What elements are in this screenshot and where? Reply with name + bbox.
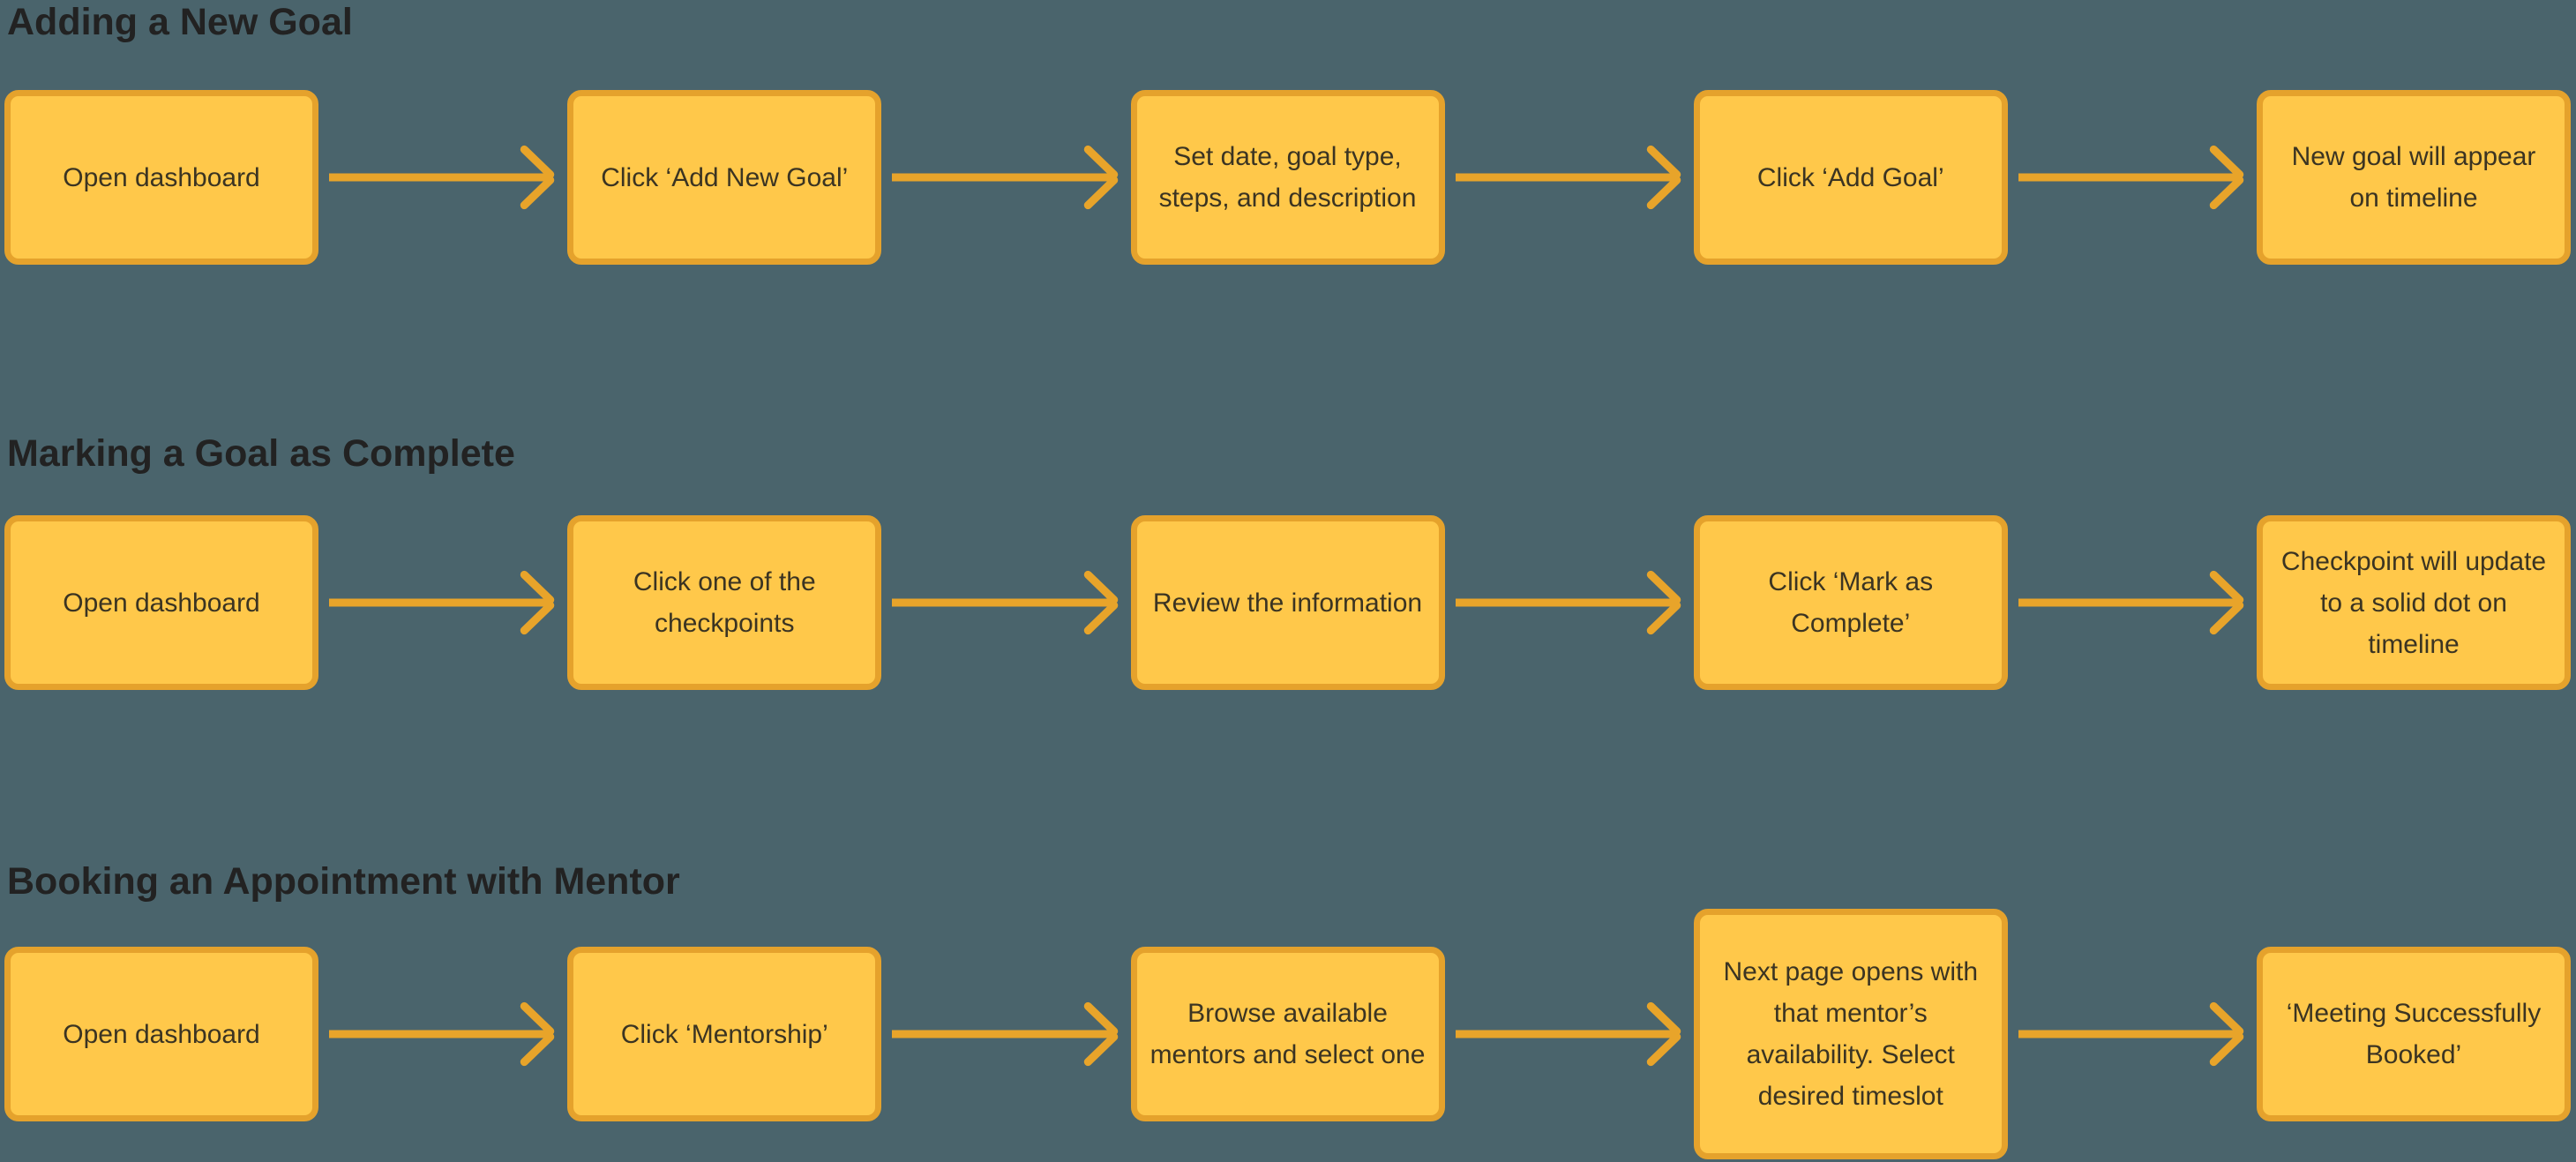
flow-node-click-add-new-goal: Click ‘Add New Goal’ <box>567 90 882 265</box>
arrow-icon <box>327 992 558 1076</box>
arrow-line <box>892 1030 1112 1038</box>
arrow-line <box>892 173 1112 182</box>
arrow-line <box>329 598 549 607</box>
section-title-booking-appointment: Booking an Appointment with Mentor <box>7 860 680 903</box>
arrow-icon <box>2017 560 2248 645</box>
arrow-line <box>329 1030 549 1038</box>
arrow-icon <box>1454 560 1685 645</box>
arrow-line <box>1455 1030 1674 1038</box>
flow-node-browse-mentors: Browse available mentors and select one <box>1130 947 1445 1121</box>
arrow-line <box>892 598 1112 607</box>
flow-node-mentor-availability: Next page opens with that mentor’s avail… <box>1693 909 2008 1159</box>
flow-node-click-add-goal: Click ‘Add Goal’ <box>1693 90 2008 265</box>
arrow-icon <box>890 560 1121 645</box>
flow-node-meeting-booked: ‘Meeting Successfully Booked’ <box>2257 947 2571 1121</box>
section-title-marking-complete: Marking a Goal as Complete <box>7 432 515 475</box>
flow-row-marking-complete: Open dashboard Click one of the checkpoi… <box>0 515 2576 690</box>
flow-row-adding-goal: Open dashboard Click ‘Add New Goal’ Set … <box>0 90 2576 265</box>
flow-row-booking-appointment: Open dashboard Click ‘Mentorship’ Browse… <box>0 909 2576 1159</box>
arrow-icon <box>1454 135 1685 220</box>
arrow-icon <box>327 135 558 220</box>
arrow-icon <box>890 135 1121 220</box>
arrow-icon <box>1454 992 1685 1076</box>
arrow-line <box>1455 598 1674 607</box>
arrow-line <box>329 173 549 182</box>
flow-node-checkpoint-solid-dot: Checkpoint will update to a solid dot on… <box>2257 515 2571 690</box>
arrow-line <box>2018 173 2237 182</box>
flow-node-click-mentorship: Click ‘Mentorship’ <box>567 947 882 1121</box>
flow-node-click-mark-as-complete: Click ‘Mark as Complete’ <box>1693 515 2008 690</box>
arrow-icon <box>890 992 1121 1076</box>
arrow-icon <box>327 560 558 645</box>
flow-node-review-information: Review the information <box>1130 515 1445 690</box>
arrow-icon <box>2017 135 2248 220</box>
flow-node-goal-appears-timeline: New goal will appear on timeline <box>2257 90 2571 265</box>
arrow-line <box>2018 1030 2237 1038</box>
flow-node-open-dashboard: Open dashboard <box>4 515 318 690</box>
arrow-line <box>1455 173 1674 182</box>
flow-node-open-dashboard: Open dashboard <box>4 947 318 1121</box>
flow-node-open-dashboard: Open dashboard <box>4 90 318 265</box>
arrow-icon <box>2017 992 2248 1076</box>
flow-node-click-checkpoint: Click one of the checkpoints <box>567 515 882 690</box>
section-title-adding-goal: Adding a New Goal <box>7 1 353 43</box>
arrow-line <box>2018 598 2237 607</box>
flow-node-set-goal-details: Set date, goal type, steps, and descript… <box>1130 90 1445 265</box>
